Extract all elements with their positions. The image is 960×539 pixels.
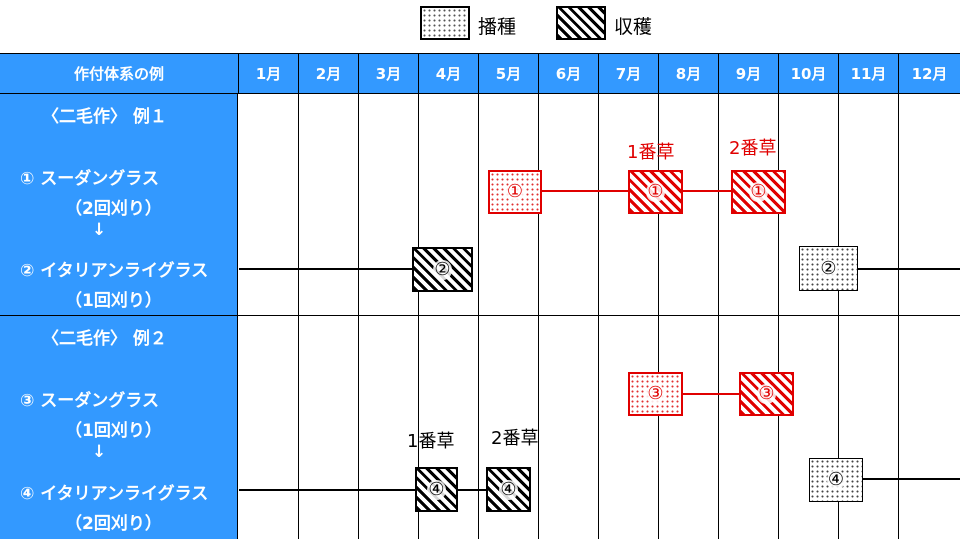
grid-line [598, 94, 599, 539]
example1-crop-b: ② イタリアンライグラス [20, 261, 209, 281]
month-header: 6月 [539, 54, 599, 94]
example2-crop-b-note: （2回刈り） [65, 514, 162, 534]
grid-line [358, 94, 359, 539]
month-header: 3月 [359, 54, 419, 94]
sowing-marker: ④ [809, 458, 863, 502]
growth-line [863, 478, 960, 480]
growth-line [542, 190, 630, 192]
grid-line [658, 94, 659, 539]
month-header: 11月 [839, 54, 899, 94]
grid-line [478, 94, 479, 539]
month-header: 10月 [779, 54, 839, 94]
month-header: 2月 [299, 54, 359, 94]
example2-crop-a: ③ スーダングラス [20, 391, 159, 411]
sowing-marker: ① [488, 170, 542, 214]
sowing-legend-label: 播種 [478, 16, 517, 38]
harvest-swatch-icon [556, 6, 606, 40]
month-header: 9月 [719, 54, 779, 94]
month-header: 5月 [479, 54, 539, 94]
example2-crop-b: ④ イタリアンライグラス [20, 484, 209, 504]
harvest-marker: ① [628, 170, 683, 214]
month-header: 1月 [239, 54, 299, 94]
harvest-marker: ② [412, 247, 473, 292]
example2-arrow-icon: ↓ [92, 442, 107, 462]
example1-crop-b-note: （1回刈り） [65, 291, 162, 311]
second-cut-label: 2番草 [491, 428, 539, 449]
grid-line [778, 94, 779, 539]
sowing-marker: ③ [628, 372, 683, 416]
example1-arrow-icon: ↓ [92, 220, 107, 240]
growth-line [683, 393, 741, 395]
example1-crop-a: ① スーダングラス [20, 169, 159, 189]
grid-line [538, 94, 539, 539]
harvest-marker: ④ [486, 467, 531, 512]
grid-line [838, 94, 839, 539]
header-system-label: 作付体系の例 [0, 54, 239, 94]
example1-crop-a-note: （2回刈り） [65, 199, 162, 219]
growth-line [858, 268, 960, 270]
example2-label-cell [0, 316, 238, 539]
month-header: 4月 [419, 54, 479, 94]
example1-label-cell [0, 94, 238, 316]
first-cut-label: 1番草 [627, 142, 675, 163]
grid-line [898, 94, 899, 539]
growth-line [456, 489, 488, 491]
second-cut-label: 2番草 [729, 138, 777, 159]
sowing-swatch-icon [420, 6, 470, 40]
example2-crop-a-note: （1回刈り） [65, 421, 162, 441]
growth-line [239, 268, 414, 270]
cropping-schedule-table: 作付体系の例 1月 2月 3月 4月 5月 6月 7月 8月 9月 10月 11… [0, 53, 960, 539]
example1-title: 〈二毛作〉 例１ [42, 107, 167, 127]
grid-line [298, 94, 299, 539]
harvest-legend-label: 収穫 [614, 16, 653, 38]
month-header: 7月 [599, 54, 659, 94]
grid-line [418, 94, 419, 539]
growth-line [683, 190, 733, 192]
sowing-marker: ② [799, 246, 858, 291]
harvest-marker: ① [731, 170, 786, 214]
month-header: 8月 [659, 54, 719, 94]
section-divider [238, 315, 960, 316]
example2-title: 〈二毛作〉 例２ [42, 329, 167, 349]
first-cut-label: 1番草 [407, 431, 455, 452]
month-header: 12月 [899, 54, 960, 94]
growth-line [239, 489, 419, 491]
harvest-marker: ③ [739, 372, 794, 416]
grid-line [718, 94, 719, 539]
harvest-marker: ④ [415, 467, 458, 512]
legend: 播種 収穫 [0, 4, 960, 42]
